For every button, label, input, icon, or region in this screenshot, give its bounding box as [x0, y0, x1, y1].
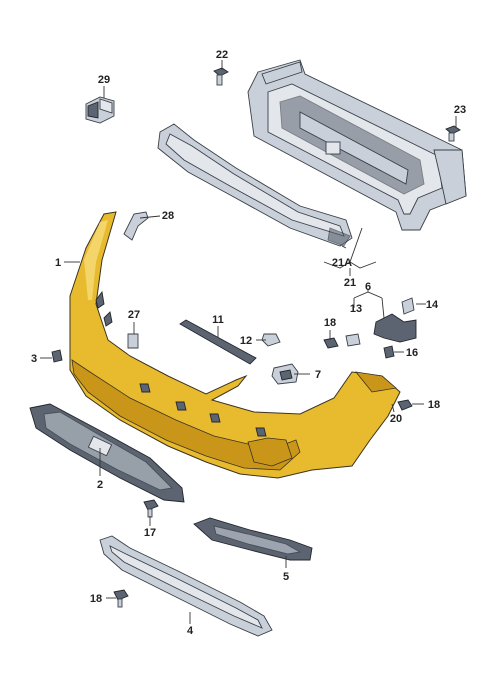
label-14: 14 — [426, 299, 439, 311]
label-13: 13 — [350, 303, 362, 315]
part-12-plug — [261, 333, 281, 347]
label-12: 12 — [240, 335, 252, 347]
leader-lines — [40, 60, 457, 624]
part-27-clip — [127, 333, 139, 349]
label-22: 22 — [216, 49, 228, 61]
part-23-bolt — [445, 125, 461, 142]
label-5: 5 — [283, 571, 289, 583]
label-16: 16 — [406, 347, 418, 359]
part-28-bracket — [123, 211, 149, 241]
part-18-bolt-lower — [113, 589, 129, 608]
part-21-carrier-frame — [247, 59, 467, 231]
label-4: 4 — [187, 625, 194, 637]
part-29-clip — [85, 96, 115, 124]
label-2: 2 — [97, 479, 103, 491]
label-29: 29 — [98, 74, 110, 86]
label-18-right: 18 — [428, 399, 440, 411]
label-17: 17 — [144, 527, 156, 539]
part-21a-absorber — [157, 123, 353, 247]
part-7-cover — [271, 363, 299, 385]
part-11-strip — [179, 319, 257, 365]
part-4-spoiler — [99, 535, 273, 637]
label-21: 21 — [344, 277, 356, 289]
label-3: 3 — [31, 353, 37, 365]
label-27: 27 — [128, 309, 140, 321]
label-11: 11 — [212, 314, 224, 326]
label-20: 20 — [390, 413, 402, 425]
label-21a: 21A — [332, 257, 352, 269]
part-6-bracket-group — [345, 297, 417, 359]
label-6: 6 — [365, 281, 371, 293]
part-18-bolt-upper — [323, 337, 339, 349]
part-3-clip — [51, 349, 63, 363]
part-17-bolt — [143, 499, 159, 518]
part-5-fog-grille — [193, 517, 313, 561]
label-18-lower: 18 — [90, 593, 102, 605]
label-23: 23 — [454, 104, 466, 116]
label-7: 7 — [315, 369, 321, 381]
part-1-bumper-cover — [69, 211, 401, 479]
part-22-bolt — [213, 67, 229, 86]
label-28: 28 — [162, 210, 174, 222]
label-18-upper: 18 — [324, 317, 336, 329]
part-2-grille — [29, 403, 185, 503]
label-1: 1 — [55, 257, 61, 269]
